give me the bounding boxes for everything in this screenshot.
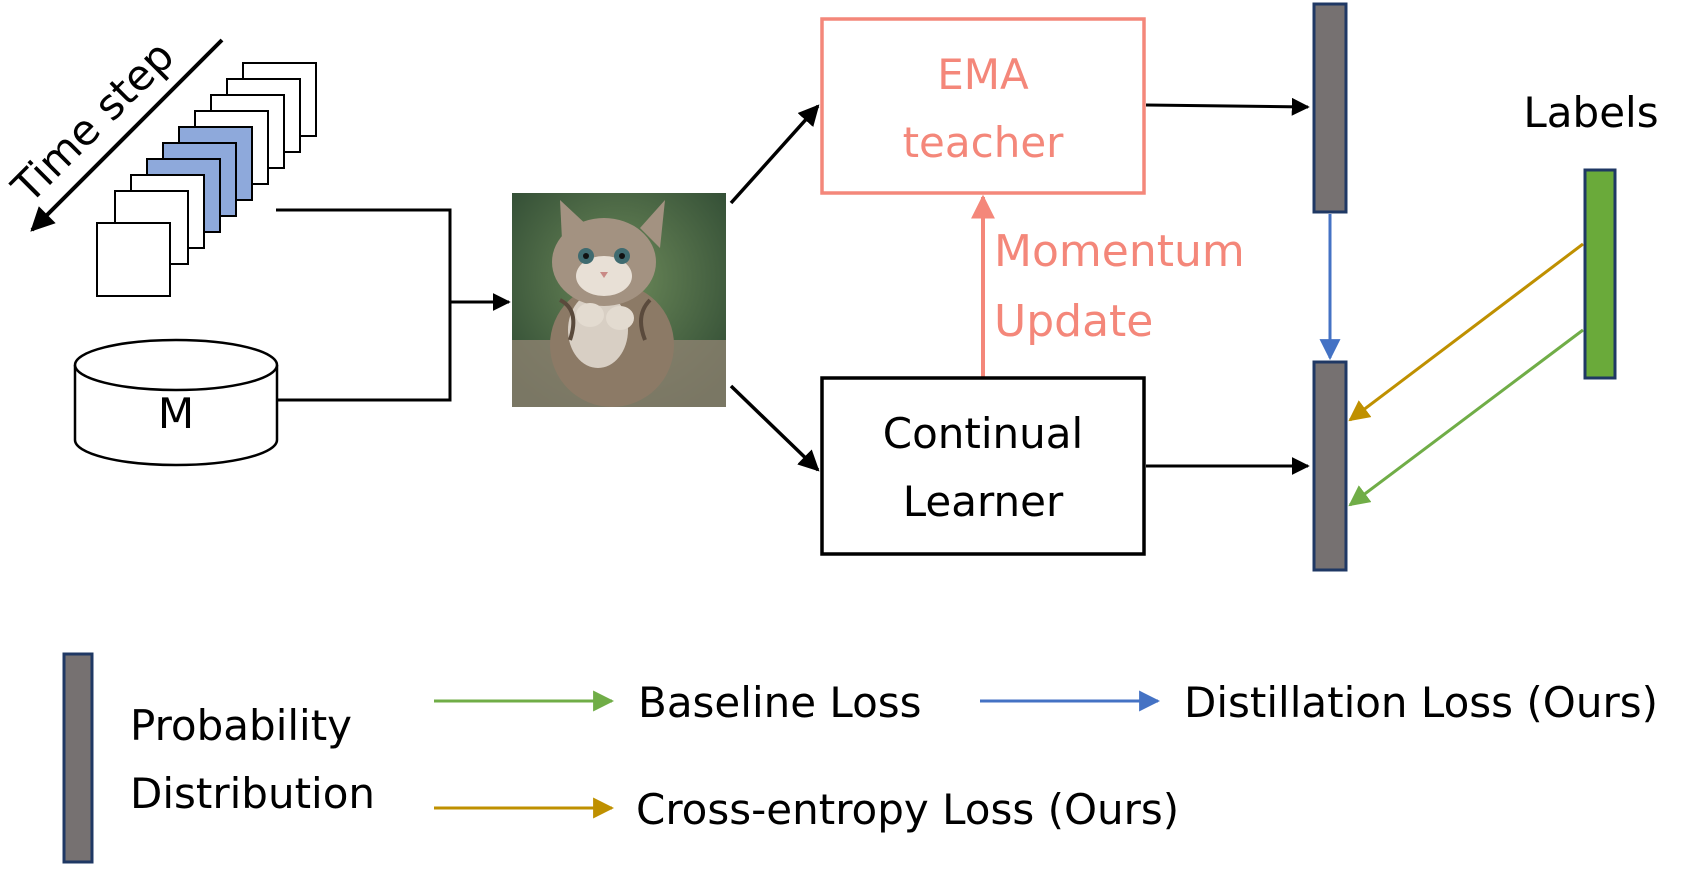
labels-title: Labels	[1523, 88, 1658, 137]
ema-teacher-line1: EMA	[937, 50, 1029, 99]
teacher-output-arrow	[1145, 97, 1310, 116]
input-image	[512, 193, 726, 407]
continual-learner-line2: Learner	[903, 477, 1064, 526]
momentum-update-line1: Momentum	[994, 226, 1245, 277]
legend-distillation-label: Distillation Loss (Ours)	[1184, 678, 1658, 727]
labels-bar	[1583, 168, 1617, 380]
memory-label: M	[158, 389, 194, 438]
memory-buffer: M	[73, 338, 279, 467]
teacher-probability-bar	[1312, 2, 1348, 214]
legend-probability-line2: Distribution	[130, 769, 375, 818]
continual-learner-line1: Continual	[883, 409, 1083, 458]
ema-teacher-line2: teacher	[903, 118, 1065, 167]
legend-cross-entropy-label: Cross-entropy Loss (Ours)	[636, 785, 1179, 834]
image-to-learner-arrow	[729, 384, 820, 472]
legend-probability-line1: Probability	[130, 701, 352, 750]
continual-learner-box: Continual Learner	[820, 376, 1146, 556]
legend: Probability Distribution Baseline Loss D…	[62, 652, 1658, 864]
legend-probability-swatch	[62, 652, 94, 864]
ema-teacher-box: EMA teacher	[820, 17, 1146, 195]
image-to-teacher-arrow	[729, 104, 820, 205]
legend-baseline-label: Baseline Loss	[638, 678, 922, 727]
baseline-loss-arrow	[1348, 328, 1584, 507]
frame	[96, 222, 171, 297]
learner-probability-bar	[1312, 360, 1348, 572]
frame-stack	[96, 62, 317, 297]
cross-entropy-loss-arrow	[1348, 242, 1584, 422]
merge-connector	[276, 208, 511, 402]
momentum-update-line2: Update	[994, 296, 1153, 347]
